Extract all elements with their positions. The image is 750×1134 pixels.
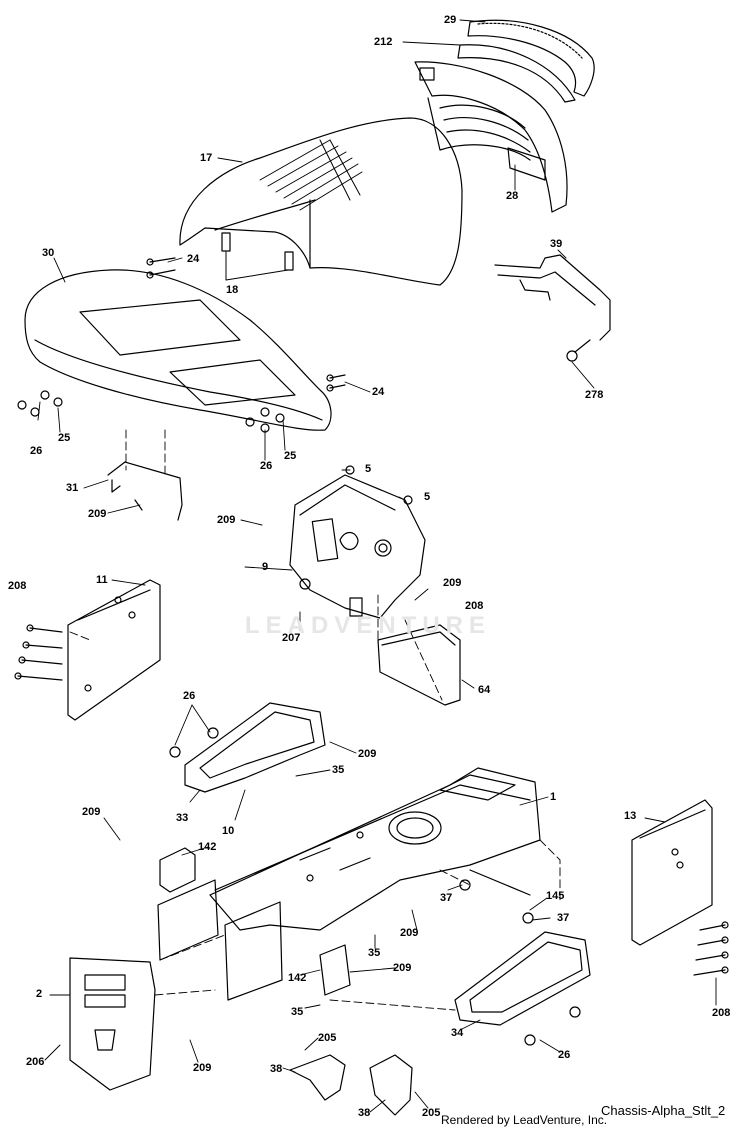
label-33: 33 <box>176 812 189 824</box>
label-209c: 209 <box>443 577 462 589</box>
part-1-frame <box>209 767 541 931</box>
part-17-hood <box>179 117 463 286</box>
label-207: 207 <box>282 632 301 644</box>
label-278: 278 <box>585 389 604 401</box>
label-208: 208 <box>8 580 27 592</box>
label-5: 5 <box>365 463 372 475</box>
label-209e: 209 <box>82 806 101 818</box>
part-142-brackets <box>157 847 351 1001</box>
label-9: 9 <box>262 561 269 573</box>
label-25: 25 <box>58 432 71 444</box>
label-26d: 26 <box>558 1049 571 1061</box>
label-35: 35 <box>332 764 345 776</box>
label-209h: 209 <box>193 1062 212 1074</box>
label-5b: 5 <box>424 491 431 503</box>
watermark-text: LEADVENTURE <box>245 612 492 639</box>
label-64: 64 <box>478 684 491 696</box>
diagram-id: Chassis-Alpha_Stlt_2 <box>601 1103 726 1118</box>
label-11: 11 <box>96 574 108 586</box>
label-28: 28 <box>506 190 519 202</box>
part-2-rear-panel <box>69 957 156 1091</box>
label-26b: 26 <box>260 460 273 472</box>
part-31-bracket <box>107 461 183 521</box>
label-35c: 35 <box>291 1006 304 1018</box>
label-29: 29 <box>444 14 457 26</box>
label-10: 10 <box>222 825 235 837</box>
part-145-rod <box>459 869 534 924</box>
part-64-bracket <box>377 624 461 706</box>
label-31: 31 <box>66 482 79 494</box>
part-33-footrest <box>169 702 326 793</box>
label-145: 145 <box>546 890 565 902</box>
label-212: 212 <box>374 36 393 48</box>
label-24: 24 <box>187 253 200 265</box>
label-18: 18 <box>226 284 239 296</box>
label-38: 38 <box>270 1063 283 1075</box>
label-209f: 209 <box>400 927 419 939</box>
part-38-brackets <box>289 1054 413 1116</box>
label-24b: 24 <box>372 386 385 398</box>
alignment-lines <box>69 429 561 1011</box>
part-212-strip <box>457 44 576 103</box>
label-142b: 142 <box>288 972 307 984</box>
label-205b: 205 <box>422 1107 441 1119</box>
label-38b: 38 <box>358 1107 371 1119</box>
label-206: 206 <box>26 1056 45 1068</box>
label-209d: 209 <box>358 748 377 760</box>
part-29-bar <box>467 19 595 97</box>
label-17: 17 <box>200 152 213 164</box>
label-35b: 35 <box>368 947 381 959</box>
label-205: 205 <box>318 1032 337 1044</box>
label-142: 142 <box>198 841 217 853</box>
label-1: 1 <box>550 791 557 803</box>
label-37b: 37 <box>557 912 570 924</box>
label-209b: 209 <box>217 514 236 526</box>
part-13-panel <box>631 799 713 946</box>
label-2: 2 <box>36 988 43 1000</box>
label-209: 209 <box>88 508 107 520</box>
part-34-footrest <box>454 931 591 1046</box>
label-37: 37 <box>440 892 453 904</box>
part-39-bracket <box>494 254 611 362</box>
label-26: 26 <box>30 445 43 457</box>
label-34: 34 <box>451 1027 464 1039</box>
label-25b: 25 <box>284 450 297 462</box>
label-13: 13 <box>624 810 637 822</box>
part-28-grille <box>414 61 568 213</box>
part-208-bolts-left <box>14 624 63 681</box>
label-39: 39 <box>550 238 563 250</box>
label-26c: 26 <box>183 690 196 702</box>
label-208b: 208 <box>465 600 484 612</box>
part-30-fender <box>24 269 332 431</box>
leader-lines <box>37 19 717 1113</box>
fender-fasteners <box>17 257 346 433</box>
footer-credit: Rendered by LeadVenture, Inc. <box>441 1113 608 1127</box>
label-209g: 209 <box>393 962 412 974</box>
part-208-bolts-right <box>693 921 729 976</box>
label-30: 30 <box>42 247 55 259</box>
part-9-dash <box>289 465 426 619</box>
part-11-panel <box>67 579 161 721</box>
label-208c: 208 <box>712 1007 731 1019</box>
